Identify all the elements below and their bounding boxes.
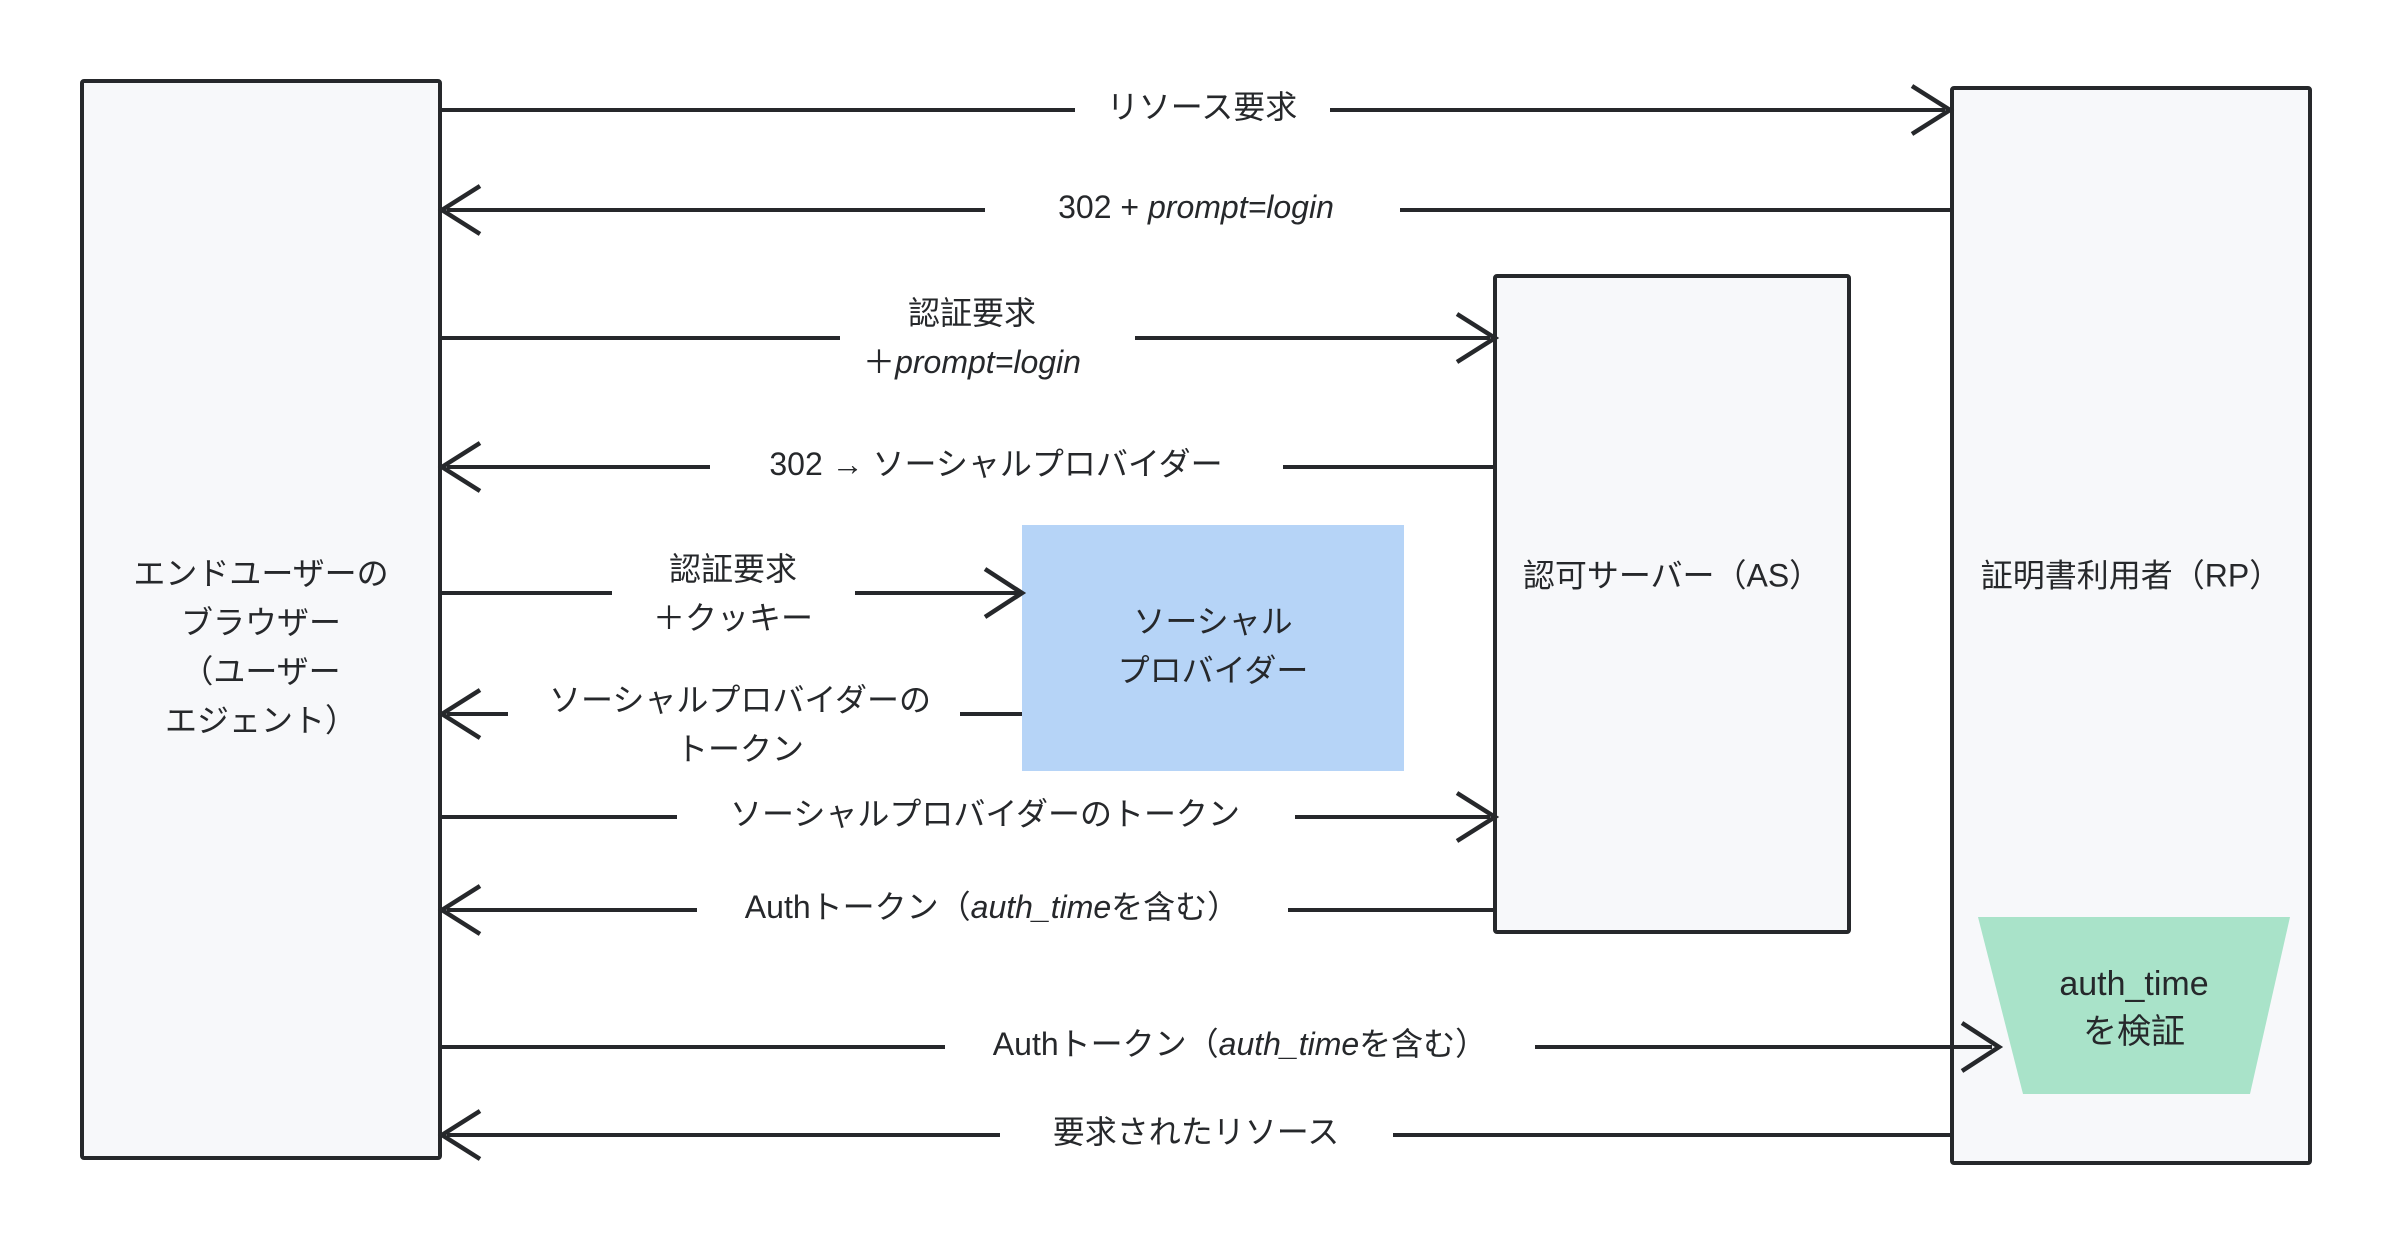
message-4[interactable]: 302 → ソーシャルプロバイダー [437,441,1495,493]
message-8[interactable]: Authトークン（auth_timeを含む） [437,884,1495,936]
message-3-label-line1: 認証要求 [908,295,1036,331]
actor-browser-box[interactable] [80,79,442,1160]
actor-browser-label-line2: ブラウザー [181,604,341,640]
actor-browser[interactable]: エンドユーザーの ブラウザー （ユーザー エジェント） [80,79,442,1160]
actor-relying-party[interactable]: 証明書利用者（RP） [1950,86,2312,1165]
note-verify-auth-time-line1: auth_time [2059,965,2208,1003]
message-9-label: Authトークン（auth_timeを含む） [993,1026,1487,1062]
message-2-arrowhead [437,184,482,236]
actor-social-provider-label-line1: ソーシャル [1133,603,1292,639]
actor-browser-label-line4: エジェント） [165,702,357,738]
message-8-arrowhead [437,884,482,936]
message-10-arrowhead [437,1109,482,1161]
actor-browser-label-line3: （ユーザー [181,653,340,689]
message-5[interactable]: 認証要求 ＋クッキー [440,551,1027,636]
message-7-label: ソーシャルプロバイダーのトークン [730,796,1240,832]
message-6[interactable]: ソーシャルプロバイダーの トークン [437,682,1022,767]
message-1-label: リソース要求 [1107,89,1297,125]
message-3[interactable]: 認証要求 ＋prompt=login [440,295,1500,380]
message-5-arrowhead [983,567,1027,619]
message-1[interactable]: リソース要求 [440,84,1955,136]
message-7-arrowhead [1455,791,1500,843]
actor-social-provider-label-line2: プロバイダー [1118,652,1309,688]
actor-auth-server[interactable]: 認可サーバー（AS） [1493,274,1851,934]
actor-relying-party-box[interactable] [1950,86,2312,1165]
message-8-label: Authトークン（auth_timeを含む） [745,889,1239,925]
note-verify-auth-time-line2: を検証 [2083,1013,2185,1051]
note-verify-auth-time: auth_time を検証 [1978,917,2290,1094]
actor-social-provider[interactable]: ソーシャル プロバイダー [1022,525,1404,771]
actor-relying-party-label: 証明書利用者（RP） [1981,557,2281,593]
message-4-label: 302 → ソーシャルプロバイダー [769,446,1222,482]
message-10-label: 要求されたリソース [1053,1114,1339,1150]
message-7[interactable]: ソーシャルプロバイダーのトークン [440,791,1500,843]
message-2[interactable]: 302 + prompt=login [437,184,1952,236]
actor-social-provider-box[interactable] [1022,525,1404,771]
message-2-label: 302 + prompt=login [1058,189,1334,225]
message-3-label-line2: ＋prompt=login [863,344,1081,380]
message-6-label-line1: ソーシャルプロバイダーの [549,682,931,718]
message-1-arrowhead [1910,84,1955,136]
message-5-label-line1: 認証要求 [669,551,797,587]
message-3-arrowhead [1455,312,1500,364]
message-4-arrowhead [437,441,482,493]
message-6-label-line2: トークン [676,731,804,767]
actor-auth-server-box[interactable] [1493,274,1851,934]
message-5-label-line2: ＋クッキー [653,600,813,636]
actor-browser-label-line1: エンドユーザーの [133,555,388,591]
note-verify-auth-time-shape [1978,917,2290,1094]
message-9-arrowhead [1960,1021,2004,1073]
actor-auth-server-label: 認可サーバー（AS） [1523,557,1821,593]
message-9[interactable]: Authトークン（auth_timeを含む） [440,1021,2004,1073]
message-6-arrowhead [437,688,482,740]
message-10[interactable]: 要求されたリソース [437,1109,1952,1161]
